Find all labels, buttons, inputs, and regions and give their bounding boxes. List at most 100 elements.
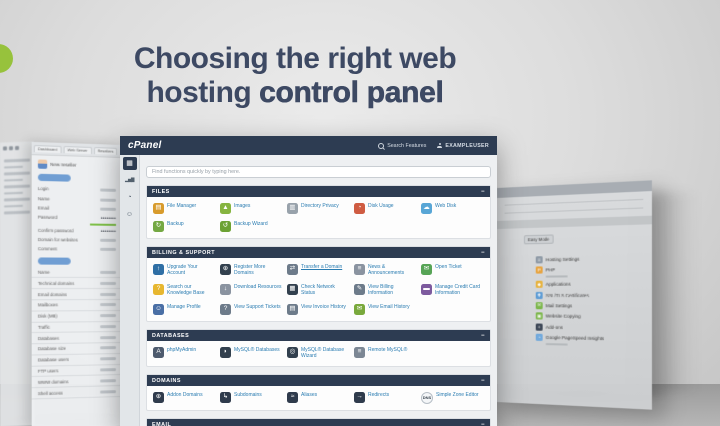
support-tickets-link[interactable]: ? View Support Tickets — [218, 300, 285, 318]
transfer-domain-link[interactable]: ⇄ Transfer a Domain — [285, 260, 352, 280]
simple-zone-editor-link[interactable]: DNS Simple Zone Editor — [419, 388, 486, 407]
field-value-placeholder — [100, 238, 117, 242]
form-row: Comment — [32, 244, 122, 254]
collapse-icon[interactable]: − — [480, 332, 485, 339]
section-header[interactable]: DOMAINS − — [147, 375, 490, 386]
field-value-placeholder — [100, 346, 117, 350]
php-link[interactable]: P PHP — [535, 266, 556, 275]
header-user-menu[interactable]: EXAMPLEUSER — [437, 143, 489, 149]
mysql-databases-link[interactable]: ◗ MySQL® Databases — [218, 343, 285, 363]
panel-tab[interactable]: Dashboard — [33, 145, 62, 154]
remote-mysql-link[interactable]: ≡ Remote MySQL® — [352, 343, 419, 363]
field-value-placeholder — [100, 303, 117, 307]
field-value-placeholder — [100, 335, 117, 339]
collapse-icon[interactable]: − — [480, 249, 485, 256]
email-history-icon: ✉ — [354, 303, 365, 315]
billing-info-link[interactable]: ✎ View Billing Information — [352, 280, 419, 300]
field-value-placeholder — [100, 198, 117, 202]
collapse-icon[interactable]: − — [480, 377, 485, 384]
knowledge-base-icon: ? — [153, 283, 164, 295]
file-manager-icon: ▤ — [153, 202, 164, 214]
invoice-history-link[interactable]: ▤ View Invoice History — [285, 300, 352, 318]
collapse-icon[interactable]: − — [480, 188, 485, 195]
cpanel-sidebar: ▦ ▂▅▇ ◔ ☺ — [120, 155, 140, 426]
addon-domains-link[interactable]: ⊕ Addon Domains — [151, 388, 218, 407]
upgrade-account-link[interactable]: ↑ Upgrade Your Account — [151, 260, 218, 280]
section-databases: DATABASES − A phpMyAdmin ◗ MySQL® Databa… — [146, 329, 491, 367]
statistics-icon[interactable]: ▂▅▇ — [125, 177, 134, 183]
cpanel-sections: FILES − ▤ File Manager ▲ Images ▥ Direct… — [146, 185, 491, 426]
user-icon — [437, 143, 443, 149]
aliases-link[interactable]: ≈ Aliases — [285, 388, 352, 407]
applications-link[interactable]: ◆ Applications — [535, 280, 571, 289]
limits-table: Name Technical domains Email domains Mai… — [31, 267, 123, 400]
download-resources-link[interactable]: ↓ Download Resources — [218, 280, 285, 300]
network-status-link[interactable]: ▦ Check Network Status — [285, 280, 352, 300]
email-history-link[interactable]: ✉ View Email History — [352, 300, 419, 318]
panel-tab[interactable]: Resellers — [93, 147, 118, 155]
limit-row: Email domains — [31, 289, 123, 301]
panel-tab[interactable]: Web Server — [63, 146, 92, 155]
aliases-icon: ≈ — [287, 391, 298, 403]
user-manager-icon[interactable]: ☺ — [125, 211, 134, 218]
background-panel-right: Easy Mode ≡ Hosting Settings P PHP ◆ App… — [497, 180, 652, 410]
field-value-placeholder — [100, 281, 117, 285]
section-header[interactable]: BILLING & SUPPORT − — [147, 247, 490, 258]
title-line2-prefix: hosting — [146, 75, 260, 109]
collapse-icon[interactable]: − — [480, 421, 485, 426]
cpanel-logo: cPanel — [128, 140, 162, 151]
website-copying-link[interactable]: ▣ Website Copying — [535, 312, 581, 320]
easy-mode-tab[interactable]: Easy Mode — [523, 234, 554, 245]
home-grid-icon[interactable]: ▦ — [122, 157, 137, 170]
limit-row: Shell access — [31, 386, 123, 400]
action-button[interactable] — [37, 173, 71, 182]
redirects-link[interactable]: → Redirects — [352, 388, 419, 407]
disk-usage-icon: ◔ — [354, 202, 365, 214]
pagespeed-link[interactable]: ◔ Google PageSpeed Insights — [535, 333, 652, 344]
section-header[interactable]: FILES − — [147, 186, 490, 197]
credit-card-icon: ▬ — [421, 283, 432, 295]
list-icon — [9, 146, 13, 151]
images-link[interactable]: ▲ Images — [218, 199, 285, 217]
dashboard-icon[interactable]: ◔ — [127, 194, 132, 201]
save-button[interactable] — [37, 257, 71, 265]
feature-search-input[interactable] — [146, 166, 491, 178]
backup-wizard-link[interactable]: ↺ Backup Wizard — [218, 217, 285, 235]
web-disk-link[interactable]: ☁ Web Disk — [419, 199, 486, 217]
form-row: Password •••••••• — [37, 214, 117, 222]
section-header[interactable]: EMAIL − — [147, 419, 490, 426]
subdomains-link[interactable]: ↳ Subdomains — [218, 388, 285, 407]
mail-settings-link[interactable]: ✉ Mail Settings — [535, 302, 573, 310]
page-title: Choosing the right web hosting control p… — [75, 42, 515, 109]
field-value-placeholder — [100, 188, 117, 193]
hosting-settings-link[interactable]: ≡ Hosting Settings — [535, 254, 652, 264]
mysql-database-wizard-link[interactable]: ◎ MySQL® Database Wizard — [285, 343, 352, 363]
knowledge-base-link[interactable]: ? Search our Knowledge Base — [151, 280, 218, 300]
phpmyadmin-link[interactable]: A phpMyAdmin — [151, 343, 218, 363]
upgrade-account-icon: ↑ — [153, 263, 164, 275]
backup-link[interactable]: ↻ Backup — [151, 217, 218, 235]
backup-wizard-icon: ↺ — [220, 220, 231, 232]
website-copying-icon: ▣ — [535, 312, 543, 320]
simple-zone-editor-icon: DNS — [421, 391, 433, 404]
addons-link[interactable]: + Add-ons — [535, 323, 652, 332]
file-manager-link[interactable]: ▤ File Manager — [151, 199, 218, 217]
redirects-icon: → — [354, 391, 365, 403]
credit-card-link[interactable]: ▬ Manage Credit Card Information — [419, 280, 486, 300]
cpanel-window: cPanel Search Features EXAMPLEUSER ▦ ▂▅▇ ◔… — [120, 136, 497, 426]
manage-profile-link[interactable]: ☺ Manage Profile — [151, 300, 218, 318]
remote-mysql-icon: ≡ — [354, 346, 365, 358]
ssl-certificates-link[interactable]: ◈ SSL/TLS Certificates — [535, 291, 589, 299]
register-domains-link[interactable]: ⊕ Register More Domains — [218, 260, 285, 280]
section-header[interactable]: DATABASES − — [147, 330, 490, 341]
open-ticket-link[interactable]: ✉ Open Ticket — [419, 260, 486, 280]
news-announcements-link[interactable]: ≡ News & Announcements — [352, 260, 419, 280]
subtext-placeholder — [545, 342, 568, 346]
disk-usage-link[interactable]: ◔ Disk Usage — [352, 199, 419, 217]
subtext-placeholder — [545, 275, 568, 278]
header-search[interactable]: Search Features — [378, 142, 426, 149]
section-title: EMAIL — [152, 421, 172, 426]
avatar — [37, 159, 48, 169]
directory-privacy-link[interactable]: ▥ Directory Privacy — [285, 199, 352, 217]
